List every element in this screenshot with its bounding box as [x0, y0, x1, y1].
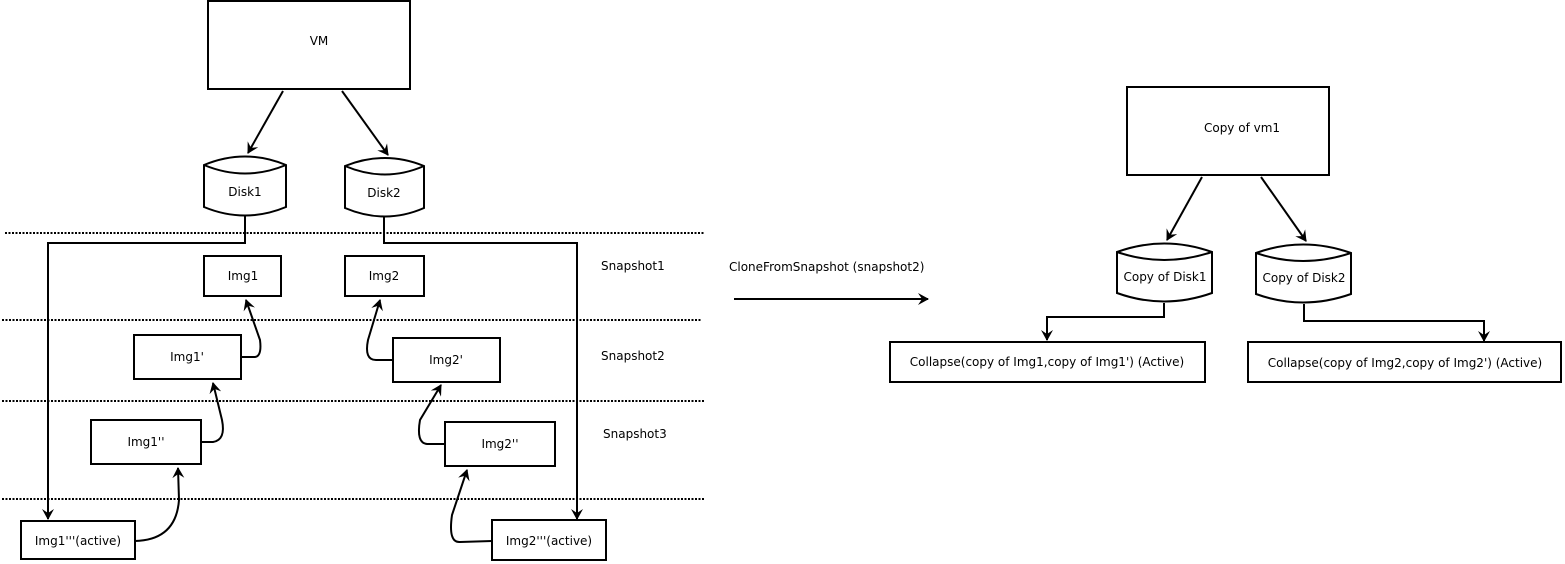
img2p-to-img2-arrow — [366, 299, 393, 361]
img2-node: Img2 — [344, 255, 425, 297]
img2pp-to-img2p-arrow — [417, 384, 445, 445]
collapse1-node: Collapse(copy of Img1,copy of Img1') (Ac… — [889, 341, 1206, 383]
img1-active-label: Img1'''(active) — [35, 534, 121, 548]
img2-active-node: Img2'''(active) — [491, 519, 607, 561]
img2-active-label: Img2'''(active) — [506, 534, 592, 548]
img1ppp-to-img1pp-arrow — [134, 467, 185, 542]
img1p-to-img1-arrow — [241, 299, 262, 358]
collapse1-label: Collapse(copy of Img1,copy of Img1') (Ac… — [910, 355, 1184, 369]
copy-disk2-node: Copy of Disk2 — [1255, 243, 1352, 304]
snapshot3-label: Snapshot3 — [603, 427, 667, 441]
disk2-label: Disk2 — [367, 186, 400, 200]
img1-active-node: Img1'''(active) — [20, 520, 136, 560]
copy-disk1-to-collapse-arrow — [1041, 303, 1165, 341]
copy-vm-node: Copy of vm1 — [1126, 86, 1330, 176]
vm-to-disk1-arrow — [247, 90, 284, 154]
disk1-to-active-arrow — [42, 216, 246, 520]
img2-double-prime-label: Img2'' — [481, 437, 518, 451]
operation-label: CloneFromSnapshot (snapshot2) — [729, 260, 924, 274]
copy-disk1-node: Copy of Disk1 — [1116, 242, 1213, 303]
disk1-node: Disk1 — [203, 155, 287, 217]
img2-prime-label: Img2' — [429, 353, 463, 367]
snapshot1-label: Snapshot1 — [601, 259, 665, 273]
img1-label: Img1 — [228, 269, 258, 283]
copy-vm-to-disk2-arrow — [1260, 176, 1307, 242]
disk2-to-active-arrow — [383, 217, 583, 520]
img2-prime-node: Img2' — [392, 337, 501, 383]
copy-disk2-to-collapse-arrow — [1303, 304, 1490, 342]
img1-double-prime-label: Img1'' — [127, 435, 164, 449]
snapshot2-label: Snapshot2 — [601, 349, 665, 363]
disk1-label: Disk1 — [228, 185, 261, 199]
img2-label: Img2 — [369, 269, 399, 283]
img1pp-to-img1p-arrow — [201, 382, 224, 443]
copy-disk2-label: Copy of Disk2 — [1262, 271, 1345, 285]
vm-node: VM — [207, 0, 411, 90]
collapse2-label: Collapse(copy of Img2,copy of Img2') (Ac… — [1268, 356, 1542, 370]
img1-prime-label: Img1' — [170, 350, 204, 364]
img1-prime-node: Img1' — [133, 334, 242, 380]
copy-disk1-label: Copy of Disk1 — [1123, 270, 1206, 284]
img2-double-prime-node: Img2'' — [444, 421, 556, 467]
vm-to-disk2-arrow — [341, 90, 389, 156]
img1-node: Img1 — [203, 255, 282, 297]
copy-vm-label: Copy of vm1 — [1204, 121, 1280, 135]
img1-double-prime-node: Img1'' — [90, 419, 202, 465]
img2ppp-to-img2pp-arrow — [450, 469, 493, 543]
copy-vm-to-disk1-arrow — [1166, 176, 1203, 241]
vm-label: VM — [310, 34, 329, 48]
collapse2-node: Collapse(copy of Img2,copy of Img2') (Ac… — [1247, 341, 1562, 383]
disk2-node: Disk2 — [344, 157, 425, 218]
